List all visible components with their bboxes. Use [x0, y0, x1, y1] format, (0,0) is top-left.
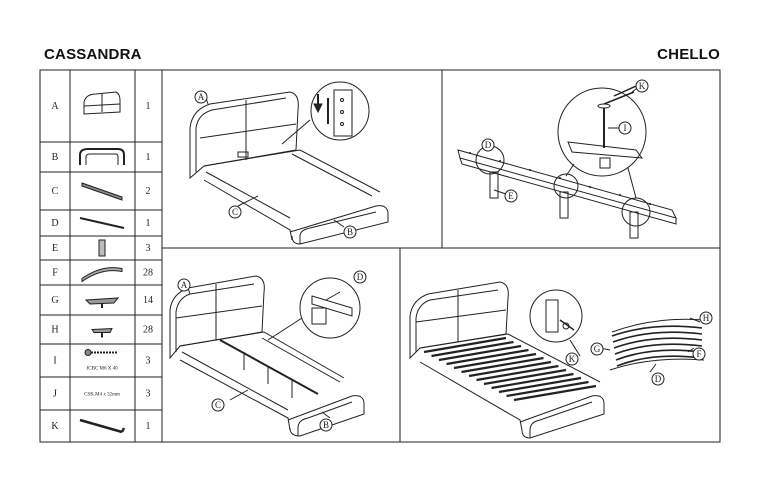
part-quantity: 14: [143, 295, 153, 306]
side-rail-icon: [81, 182, 123, 201]
part-letter: I: [53, 356, 56, 367]
part-letter: J: [53, 389, 57, 400]
callout-a: A: [181, 280, 188, 290]
step-3-callouts: A D C B: [177, 270, 367, 432]
part-letter: F: [52, 268, 58, 279]
part-letter: A: [51, 101, 59, 112]
callout-c: C: [215, 400, 221, 410]
product-title-right: CHELLO: [657, 46, 720, 63]
part-quantity: 2: [146, 186, 151, 197]
callout-d: D: [655, 374, 662, 384]
part-letter: E: [52, 243, 58, 254]
callout-g: G: [594, 344, 601, 354]
parts-row-h: H 28: [40, 314, 162, 338]
step-1-drawing: [189, 81, 389, 245]
headboard-icon: [83, 91, 121, 115]
callout-k: K: [639, 81, 646, 91]
step-2-callouts: K I D E: [481, 79, 649, 203]
callout-c: C: [232, 207, 238, 217]
part-quantity: 28: [143, 325, 153, 336]
allen-key-icon: [79, 418, 126, 434]
part-letter: B: [52, 152, 59, 163]
callout-f: F: [696, 349, 701, 359]
callout-k: K: [569, 354, 576, 364]
part-quantity: 3: [146, 389, 151, 400]
step-4-callouts: H G K F D: [565, 311, 713, 386]
step-4-drawing: [409, 281, 705, 439]
part-letter: G: [51, 295, 58, 306]
part-letter: K: [51, 421, 59, 432]
callout-e: E: [508, 191, 514, 201]
parts-row-g: G 14: [40, 284, 162, 308]
product-title-left: CASSANDRA: [44, 46, 142, 63]
slat-icon: [81, 267, 123, 283]
parts-row-j: J 3 CSK M4 x 32mm: [40, 376, 162, 400]
step-3-drawing: [169, 275, 365, 437]
footboard-icon: [79, 148, 125, 165]
part-quantity: 3: [146, 356, 151, 367]
callout-d: D: [485, 140, 492, 150]
slat-holder-icon: [91, 327, 113, 338]
part-quantity: 3: [146, 243, 151, 254]
part-quantity: 1: [146, 152, 151, 163]
callout-i: I: [624, 123, 627, 133]
part-letter: C: [52, 186, 59, 197]
callout-a: A: [198, 92, 205, 102]
leg-icon: [98, 239, 106, 257]
part-letter: D: [51, 218, 58, 229]
callout-b: B: [323, 420, 329, 430]
callout-d: D: [357, 272, 364, 282]
part-quantity: 1: [146, 421, 151, 432]
step-2-panel: [441, 69, 721, 249]
callout-b: B: [347, 227, 353, 237]
center-beam-icon: [79, 217, 125, 229]
step-2-drawing: [457, 85, 677, 239]
step-1-callouts: A B C: [194, 90, 357, 239]
part-spec-note: CSK M4 x 32mm: [84, 393, 120, 398]
part-quantity: 1: [146, 218, 151, 229]
bolt-icon: [84, 349, 118, 356]
callout-h: H: [703, 313, 710, 323]
step-4-panel: [399, 247, 721, 443]
part-letter: H: [51, 325, 58, 336]
double-slat-holder-icon: [84, 297, 120, 308]
part-quantity: 28: [143, 268, 153, 279]
part-quantity: 1: [146, 101, 151, 112]
part-spec-note: JCBC M6 X 40: [86, 367, 118, 372]
parts-row-f: F 28: [40, 259, 162, 283]
